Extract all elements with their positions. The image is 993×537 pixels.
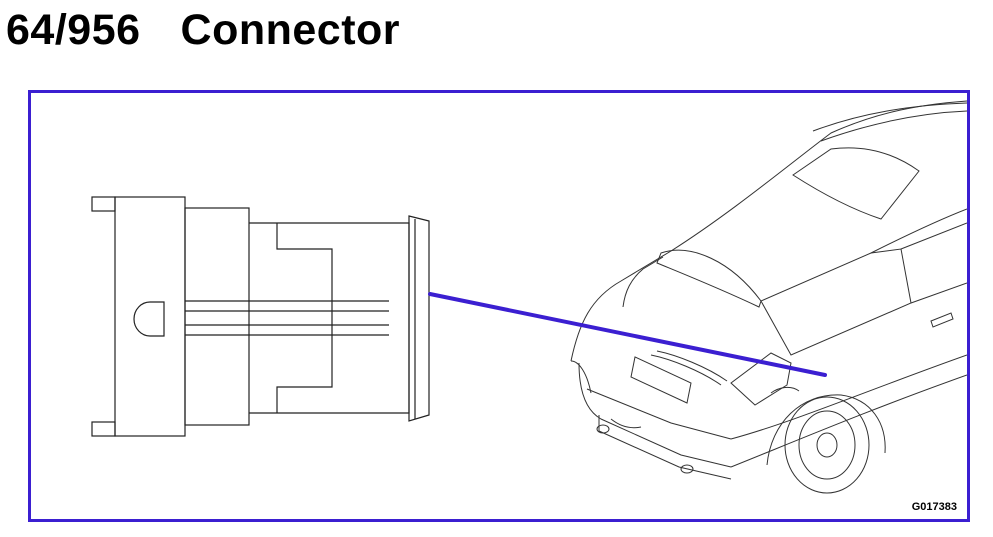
connector-face [408,215,430,422]
connector-tab-bottom [91,421,116,437]
illustration-canvas [91,100,967,494]
leader-line [428,292,827,377]
connector-latch [133,301,165,337]
illustration-frame: G017383 [28,90,970,522]
connector-illustration [91,196,430,437]
connector-body [114,196,186,437]
component-code: 64/956 [6,5,141,54]
connector-tab-top [91,196,116,212]
component-name: Connector [180,5,401,54]
connector-housing [249,222,410,414]
car-illustration [570,100,967,494]
page-title: 64/956 Connector [6,4,400,56]
figure-reference: G017383 [911,501,957,513]
connector-mid-section [184,207,250,426]
